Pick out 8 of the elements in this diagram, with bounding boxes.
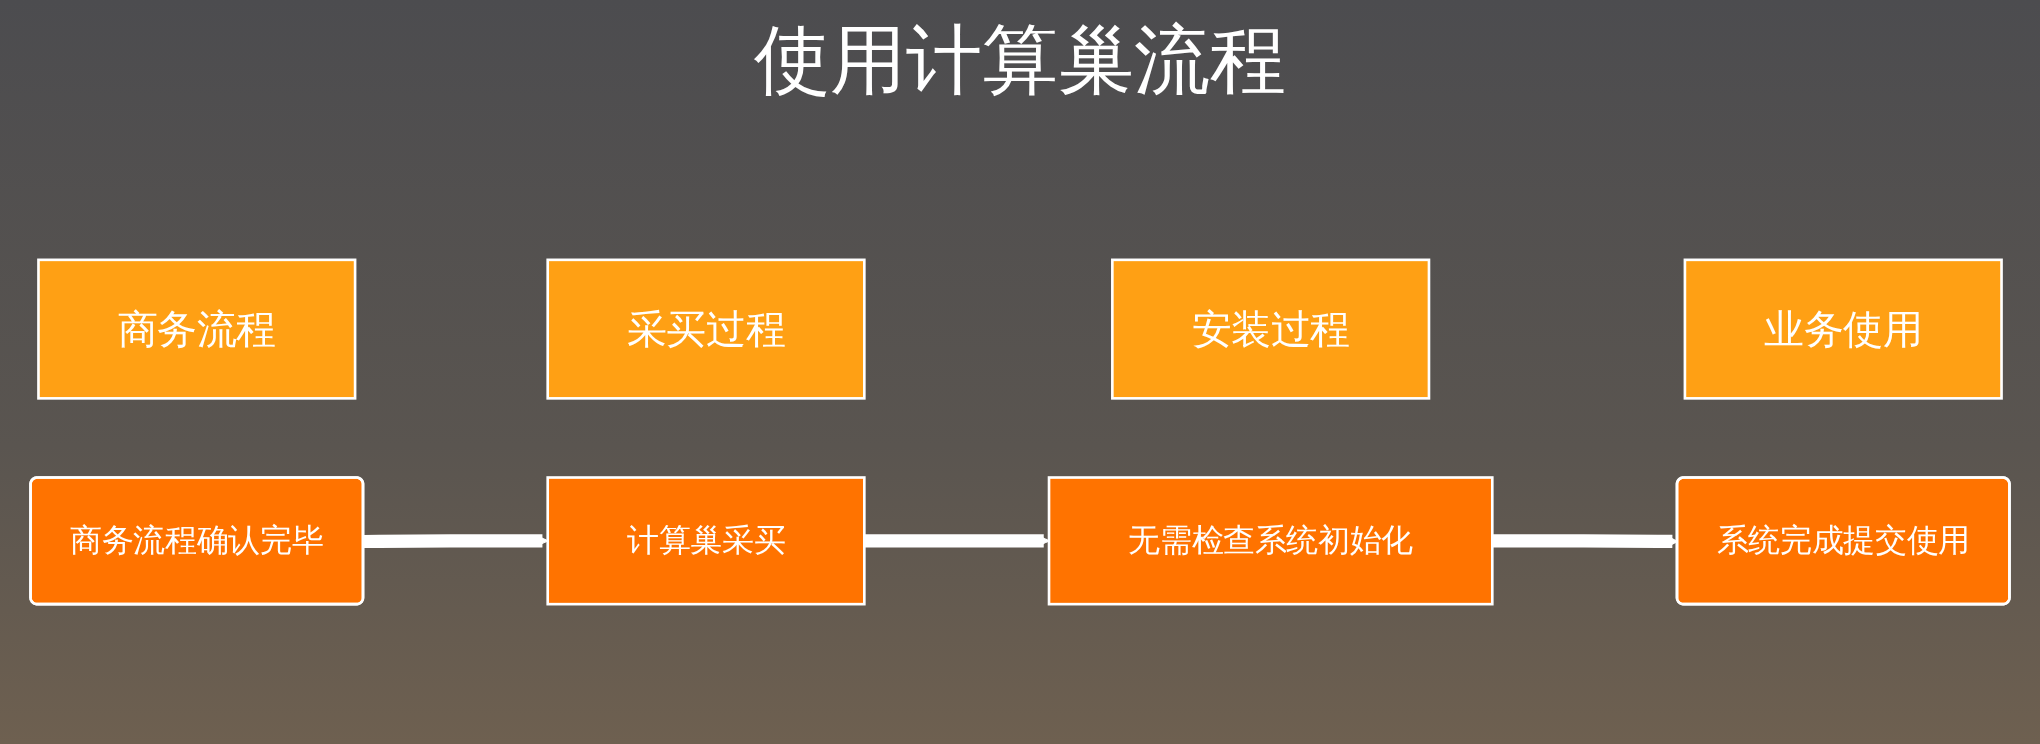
node-box: 计算巢采买 <box>546 476 866 606</box>
node-box: 安装过程 <box>1111 258 1431 400</box>
title: 使用计算巢流程 <box>753 14 1287 106</box>
node-box: 业务使用 <box>1683 258 2003 400</box>
node-box: 无需检查系统初始化 <box>1047 476 1494 606</box>
node-box: 商务流程 <box>37 258 357 400</box>
arrow <box>864 534 1050 548</box>
node-box: 采买过程 <box>546 258 866 400</box>
